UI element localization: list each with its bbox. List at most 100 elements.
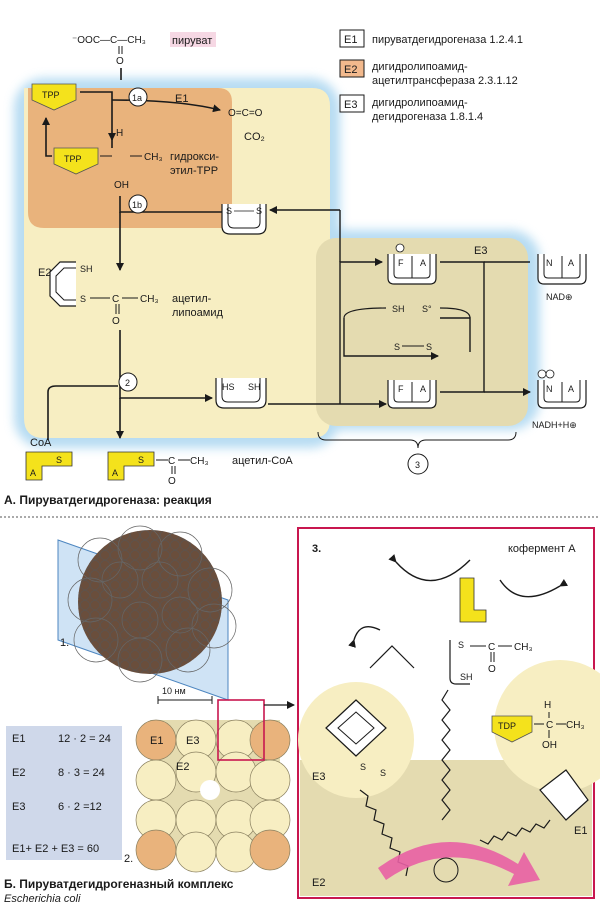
figure-num-1: 1. xyxy=(60,637,69,649)
svg-text:S: S xyxy=(226,206,232,216)
table-row-e1-name: E1 xyxy=(12,733,25,745)
svg-text:A: A xyxy=(30,468,36,478)
complex-sphere-model: 1. xyxy=(57,525,237,701)
legend-e1-text: пируватдегидрогеназа 1.2.4.1 xyxy=(372,34,523,46)
svg-text:S: S xyxy=(360,762,366,772)
e1-region xyxy=(28,88,232,228)
svg-text:CH₃: CH₃ xyxy=(190,456,209,467)
tpp-cofactor-top xyxy=(31,83,77,111)
e3-tag: E3 xyxy=(474,245,487,257)
acetyl-lipoamide-label-2: липоамид xyxy=(172,307,223,319)
svg-text:CH₃: CH₃ xyxy=(140,294,159,305)
acetyl-coa-label: ацетил-CoA xyxy=(232,455,293,467)
figure-num-3: 3. xyxy=(312,543,321,555)
coa-piece xyxy=(459,577,487,623)
nad-cofactor: N A xyxy=(537,254,587,285)
cross-e3: E3 xyxy=(186,735,199,747)
svg-text:S: S xyxy=(380,768,386,778)
zoom-detail: 3. кофермент А E1 S SH C O CH₃ S S xyxy=(297,527,600,899)
svg-text:F: F xyxy=(398,258,404,268)
svg-text:OH: OH xyxy=(542,740,557,751)
detail-e1: E1 xyxy=(574,825,587,837)
svg-text:S: S xyxy=(426,342,432,352)
svg-text:S: S xyxy=(56,455,62,465)
panel-a: E1 E2 E3 ⁻OOC—C—CH₃ O пируват TPP 1a O=C… xyxy=(4,32,587,507)
step-2-badge xyxy=(118,372,138,392)
svg-text:N: N xyxy=(546,258,553,268)
table-row-e2-name: E2 xyxy=(12,767,25,779)
detail-e2: E2 xyxy=(312,877,325,889)
acetyl-lipoamide-label-1: ацетил- xyxy=(172,293,212,305)
svg-text:S: S xyxy=(394,342,400,352)
pyruvate-label: пируват xyxy=(172,35,212,47)
lipoamide-oxidized: S S xyxy=(221,204,267,235)
tpp-cofactor-mid xyxy=(53,147,99,175)
cross-e1: E1 xyxy=(150,735,163,747)
svg-text:S: S xyxy=(138,455,144,465)
table-row-e3-expr: 6 · 2 =12 xyxy=(58,801,102,813)
svg-text:C: C xyxy=(546,720,553,731)
svg-text:S: S xyxy=(256,206,262,216)
pyruvate-formula: ⁻OOC—C—CH₃ xyxy=(72,35,146,46)
svg-text:S°: S° xyxy=(422,304,432,314)
tpp-label-mid: TPP xyxy=(64,154,82,164)
figure-num-2: 2. xyxy=(124,853,133,865)
svg-text:A: A xyxy=(112,468,118,478)
legend-e3-text-1: дигидролипоамид- xyxy=(372,97,468,109)
e2-tag: E2 xyxy=(38,267,51,279)
table-total: E1+ E2 + E3 = 60 xyxy=(12,843,99,855)
rotation-arrow xyxy=(378,841,540,886)
legend-e3-tag: E3 xyxy=(344,99,357,111)
step-3: 3 xyxy=(415,460,420,470)
tdp-cofactor xyxy=(491,715,533,743)
svg-text:SH: SH xyxy=(80,264,93,274)
legend-e2-text-2: ацетилтрансфераза 2.3.1.12 xyxy=(372,75,518,87)
svg-text:SH: SH xyxy=(248,382,261,392)
svg-text:A: A xyxy=(568,384,574,394)
step-1b-badge xyxy=(128,194,148,214)
nad-label: NAD⊕ xyxy=(546,292,573,302)
co2-label: CO₂ xyxy=(244,131,265,143)
step-3-badge xyxy=(407,453,429,475)
complex-cross-section: 10 нм E1 E3 E2 2. xyxy=(124,686,295,873)
svg-text:O: O xyxy=(488,664,496,675)
step-1a-badge xyxy=(128,87,148,107)
svg-text:O: O xyxy=(168,476,176,487)
svg-text:SH: SH xyxy=(392,304,405,314)
svg-text:C: C xyxy=(488,642,495,653)
svg-text:CH₃: CH₃ xyxy=(566,720,585,731)
svg-text:N: N xyxy=(546,384,553,394)
svg-text:A: A xyxy=(420,258,426,268)
legend-e1-tag: E1 xyxy=(344,34,357,46)
nadh-cofactor: N A xyxy=(537,369,587,409)
tdp-label: TDP xyxy=(498,721,516,731)
svg-text:CH₃: CH₃ xyxy=(514,642,533,653)
legend-e2-tag: E2 xyxy=(344,64,357,76)
pyruvate-oxygen: O xyxy=(116,56,124,67)
caption-b-1: Б. Пируватдегидрогеназный комплекс xyxy=(4,877,234,891)
scale-label: 10 нм xyxy=(162,686,186,696)
subunit-table: E1 12 · 2 = 24 E2 8 · 3 = 24 E3 6 · 2 =1… xyxy=(6,726,122,860)
zoom-box xyxy=(217,699,265,761)
svg-text:S: S xyxy=(458,640,464,650)
detail-e3: E3 xyxy=(312,771,325,783)
acetyl-coa-molecule: A S C O CH₃ xyxy=(107,451,209,487)
legend-e2-text-1: дигидролипоамид- xyxy=(372,61,468,73)
svg-text:HS: HS xyxy=(222,382,235,392)
co2-formula: O=C=O xyxy=(228,108,263,119)
coa-label: CoA xyxy=(30,437,52,449)
coenzyme-label: кофермент А xyxy=(508,543,576,555)
step-1a: 1a xyxy=(132,93,142,103)
svg-text:O: O xyxy=(112,316,120,327)
table-row-e3-name: E3 xyxy=(12,801,25,813)
hydroxyethyl-ch3: CH₃ xyxy=(144,152,163,163)
table-row-e1-expr: 12 · 2 = 24 xyxy=(58,733,111,745)
svg-text:A: A xyxy=(420,384,426,394)
svg-text:S: S xyxy=(80,294,86,304)
pyruvate-highlight xyxy=(170,32,216,47)
table-row-e2-expr: 8 · 3 = 24 xyxy=(58,767,105,779)
caption-a: А. Пируватдегидрогеназа: реакция xyxy=(4,493,212,507)
step-2: 2 xyxy=(125,378,130,388)
e3-flavoprotein-cycle: F A SH S° S S F A xyxy=(339,210,531,409)
